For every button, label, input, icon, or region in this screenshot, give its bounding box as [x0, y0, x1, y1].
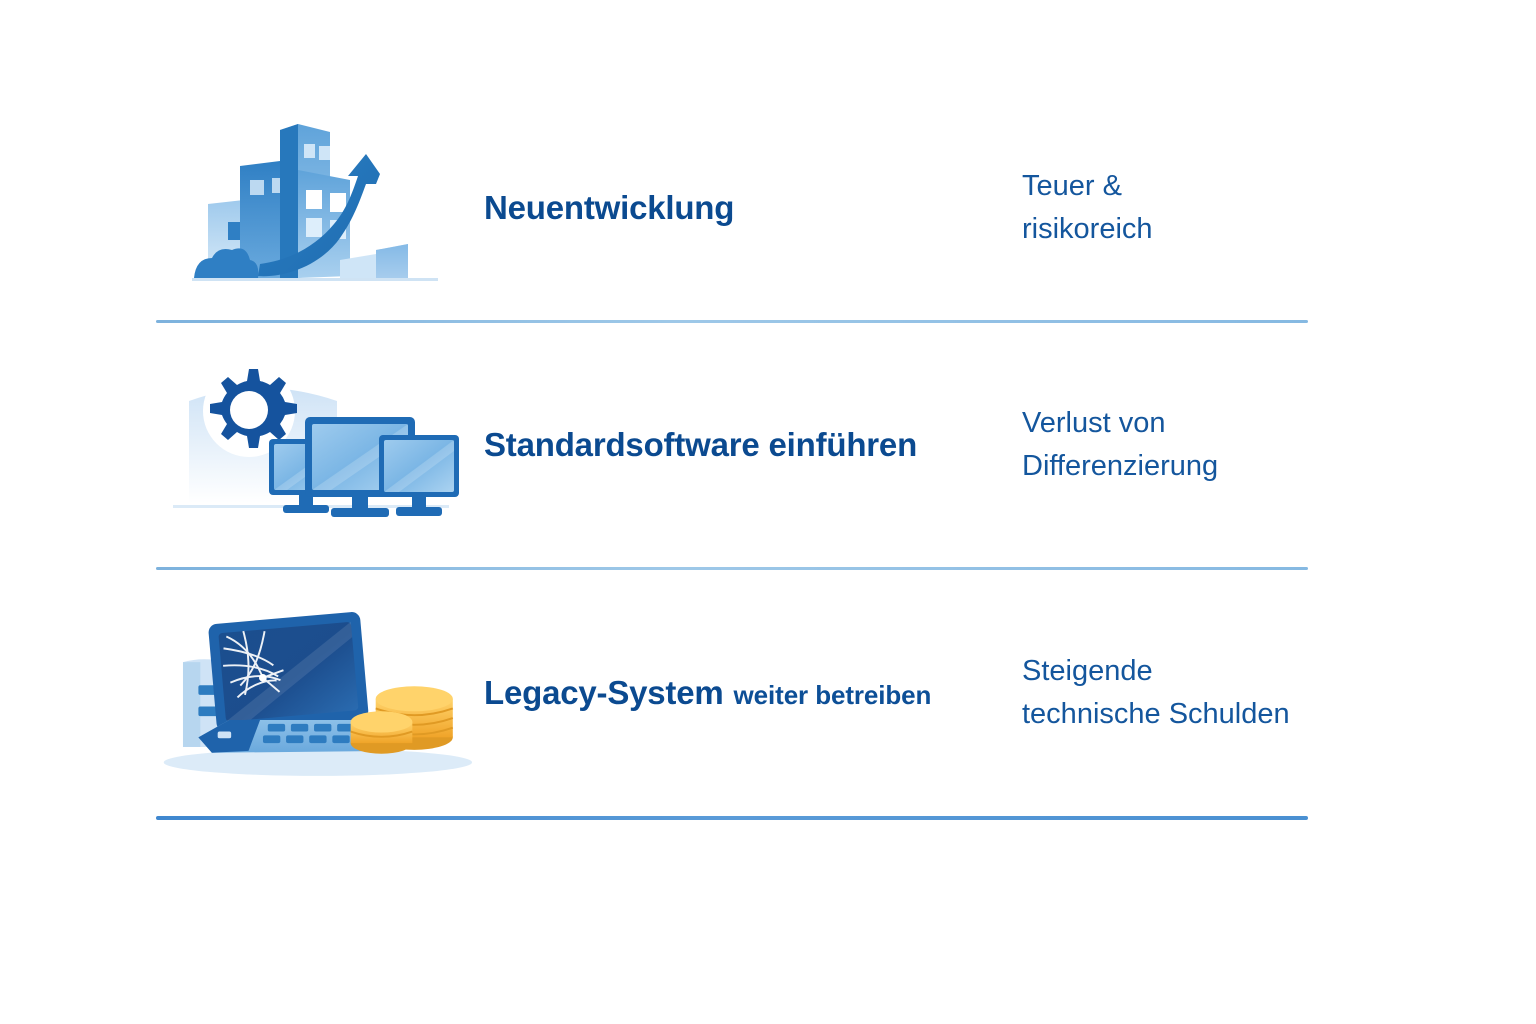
- option-title: Neuentwicklung: [484, 188, 735, 226]
- option-note: Teuer & risikoreich: [1022, 165, 1153, 251]
- option-note-line-1: Verlust von: [1022, 407, 1166, 440]
- option-title-suffix: weiter betreiben: [733, 679, 932, 710]
- option-note-cell: Teuer & risikoreich: [1014, 165, 1308, 251]
- option-title: Standardsoftware einführen: [484, 425, 918, 463]
- option-note: Verlust von Differenzierung: [1022, 402, 1218, 488]
- option-note-line-2: risikoreich: [1022, 213, 1153, 245]
- option-note-line-2: technische Schulden: [1022, 698, 1290, 730]
- gear-monitors-icon: [156, 323, 474, 567]
- bottom-divider: [156, 816, 1308, 820]
- broken-laptop-coins-icon: [156, 570, 474, 816]
- list-item[interactable]: Standardsoftware einführen Verlust von D…: [156, 323, 1308, 567]
- page-title: Standardsoftware einführen: [484, 425, 918, 463]
- page-title: Neuentwicklung: [484, 188, 735, 226]
- option-note-cell: Steigende technische Schulden: [1014, 650, 1308, 736]
- page-title: Legacy-System weiter betreiben: [484, 673, 932, 711]
- option-note-line-1: Teuer &: [1022, 170, 1122, 203]
- option-note-line-2: Differenzierung: [1022, 450, 1219, 482]
- options-list: Neuentwicklung Teuer & risikoreich: [156, 96, 1308, 820]
- row-divider: [156, 567, 1308, 570]
- row-divider: [156, 320, 1308, 323]
- option-title: Legacy-System: [484, 673, 724, 711]
- buildings-growth-arrow-icon: [156, 96, 474, 320]
- option-title-cell: Standardsoftware einführen: [474, 425, 1014, 463]
- option-note: Steigende technische Schulden: [1022, 650, 1290, 736]
- option-title-cell: Neuentwicklung: [474, 188, 1014, 226]
- list-item[interactable]: Legacy-System weiter betreiben Steigende …: [156, 570, 1308, 816]
- list-item[interactable]: Neuentwicklung Teuer & risikoreich: [156, 96, 1308, 320]
- option-note-line-1: Steigende: [1022, 655, 1153, 688]
- option-title-cell: Legacy-System weiter betreiben: [474, 673, 1014, 711]
- option-note-cell: Verlust von Differenzierung: [1014, 402, 1308, 488]
